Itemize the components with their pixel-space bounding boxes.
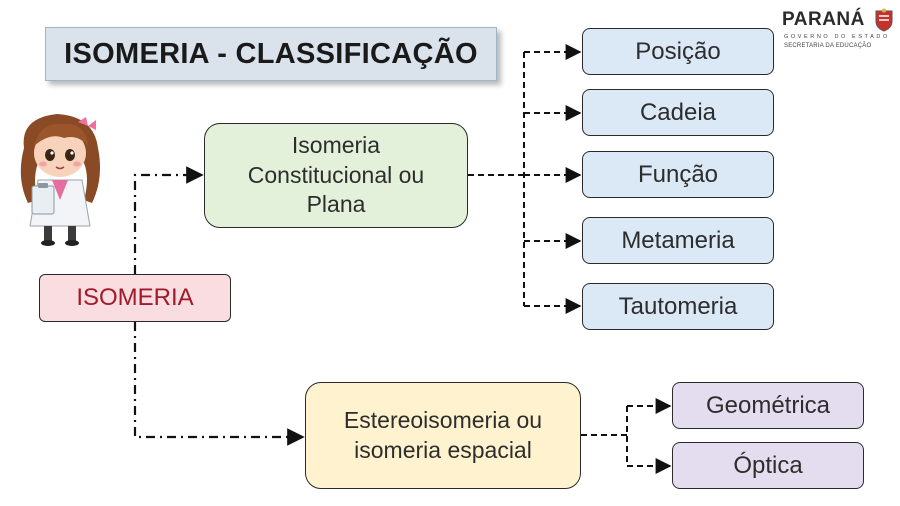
node-stereo: Estereoisomeria ou isomeria espacial — [305, 382, 581, 489]
page-title: ISOMERIA - CLASSIFICAÇÃO — [64, 37, 478, 70]
node-cadeia: Cadeia — [582, 89, 774, 136]
node-isomeria: ISOMERIA — [39, 274, 231, 322]
parana-crest-icon — [875, 8, 893, 32]
connector-root-stereo — [133, 322, 305, 446]
connector-root-constitutional — [133, 166, 204, 274]
logo-line-2: SECRETARIA DA EDUCAÇÃO — [784, 43, 872, 49]
title-box: ISOMERIA - CLASSIFICAÇÃO — [45, 27, 497, 81]
parana-logo: PARANÁ GOVERNO DO ESTADO SECRETARIA DA E… — [782, 6, 896, 54]
connector-stereo-trunk — [581, 406, 628, 466]
logo-line-1: GOVERNO DO ESTADO — [784, 34, 890, 40]
node-geometrica: Geométrica — [672, 382, 864, 429]
node-stereo-label: Estereoisomeria ou isomeria espacial — [343, 406, 543, 463]
node-constitutional: Isomeria Constitucional ou Plana — [204, 123, 468, 228]
node-posicao: Posição — [582, 28, 774, 75]
node-tautomeria: Tautomeria — [582, 283, 774, 330]
node-funcao: Função — [582, 151, 774, 198]
logo-name: PARANÁ — [782, 9, 865, 30]
scientist-girl-illustration — [20, 114, 100, 246]
node-optica: Óptica — [672, 442, 864, 489]
node-metameria: Metameria — [582, 217, 774, 264]
connector-constitutional-trunk — [468, 52, 525, 306]
node-constitutional-label: Isomeria Constitucional ou Plana — [247, 131, 425, 218]
